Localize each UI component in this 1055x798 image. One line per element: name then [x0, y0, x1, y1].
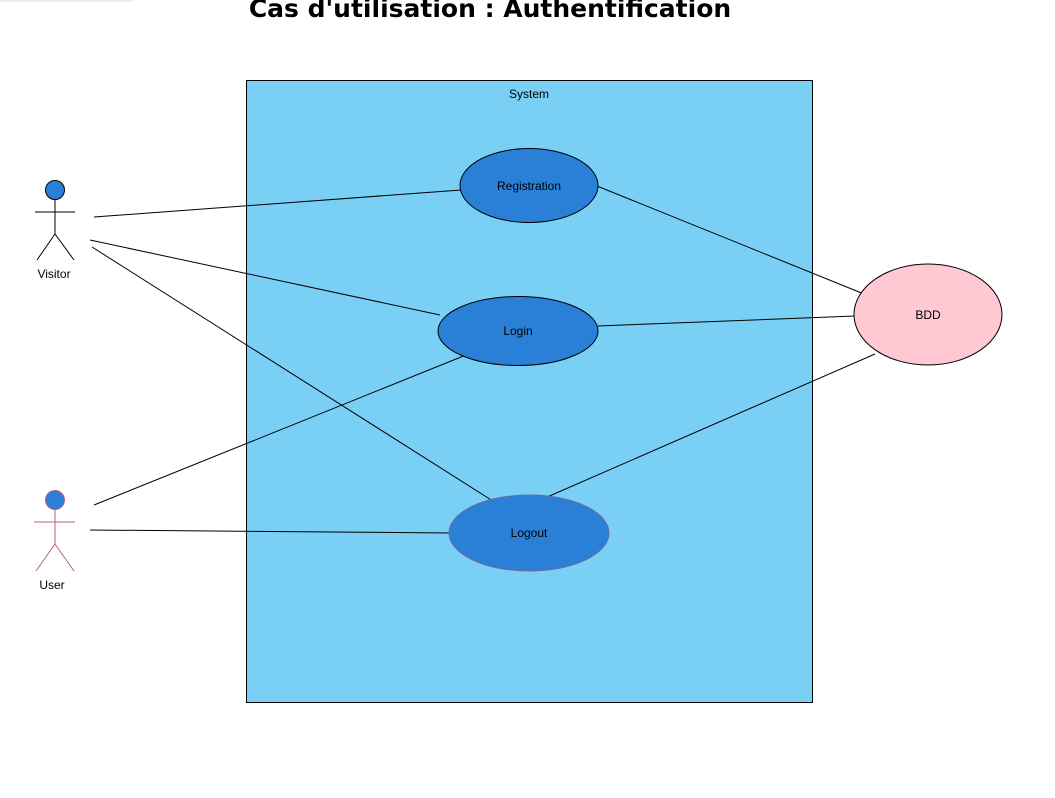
- use-case-registration[interactable]: Registration: [459, 148, 599, 223]
- system-label: System: [509, 87, 549, 101]
- connection-registration-bdd[interactable]: [596, 185, 865, 295]
- actor-user[interactable]: User: [34, 490, 75, 593]
- actor-user-left-leg: [35, 543, 56, 572]
- use-case-login-ellipse[interactable]: [437, 296, 599, 366]
- top-strip: [0, 0, 133, 2]
- bdd-ellipse[interactable]: [853, 263, 1003, 366]
- use-case-logout[interactable]: Logout: [448, 494, 610, 572]
- actor-visitor-left-leg: [36, 233, 56, 261]
- page-title: Cas d'utilisation : Authentification: [248, 0, 732, 23]
- actor-user-right-leg: [54, 543, 75, 572]
- use-case-login[interactable]: Login: [437, 296, 599, 366]
- actor-user-head-icon: [45, 490, 65, 510]
- use-case-registration-ellipse[interactable]: [459, 148, 599, 223]
- actor-visitor-right-leg: [54, 233, 75, 261]
- actor-visitor-label: Visitor: [37, 267, 70, 281]
- actor-user-label: User: [39, 578, 64, 592]
- connections: [89, 185, 876, 534]
- connection-visitor-logout[interactable]: [91, 246, 497, 504]
- use-case-logout-ellipse[interactable]: [448, 494, 610, 572]
- connection-login-bdd[interactable]: [597, 315, 856, 327]
- use-case-registration-label: Registration: [497, 179, 561, 193]
- connection-visitor-login[interactable]: [89, 239, 441, 316]
- external-bdd[interactable]: BDD: [853, 263, 1003, 366]
- connection-logout-bdd[interactable]: [537, 353, 876, 502]
- actor-visitor-head-icon: [45, 180, 65, 200]
- connection-user-login[interactable]: [93, 354, 467, 506]
- bdd-label: BDD: [915, 308, 941, 322]
- connection-user-logout[interactable]: [89, 529, 452, 534]
- use-case-login-label: Login: [503, 324, 532, 338]
- use-case-logout-label: Logout: [511, 526, 548, 540]
- actor-visitor[interactable]: Visitor: [35, 180, 75, 282]
- connection-visitor-registration[interactable]: [93, 189, 462, 218]
